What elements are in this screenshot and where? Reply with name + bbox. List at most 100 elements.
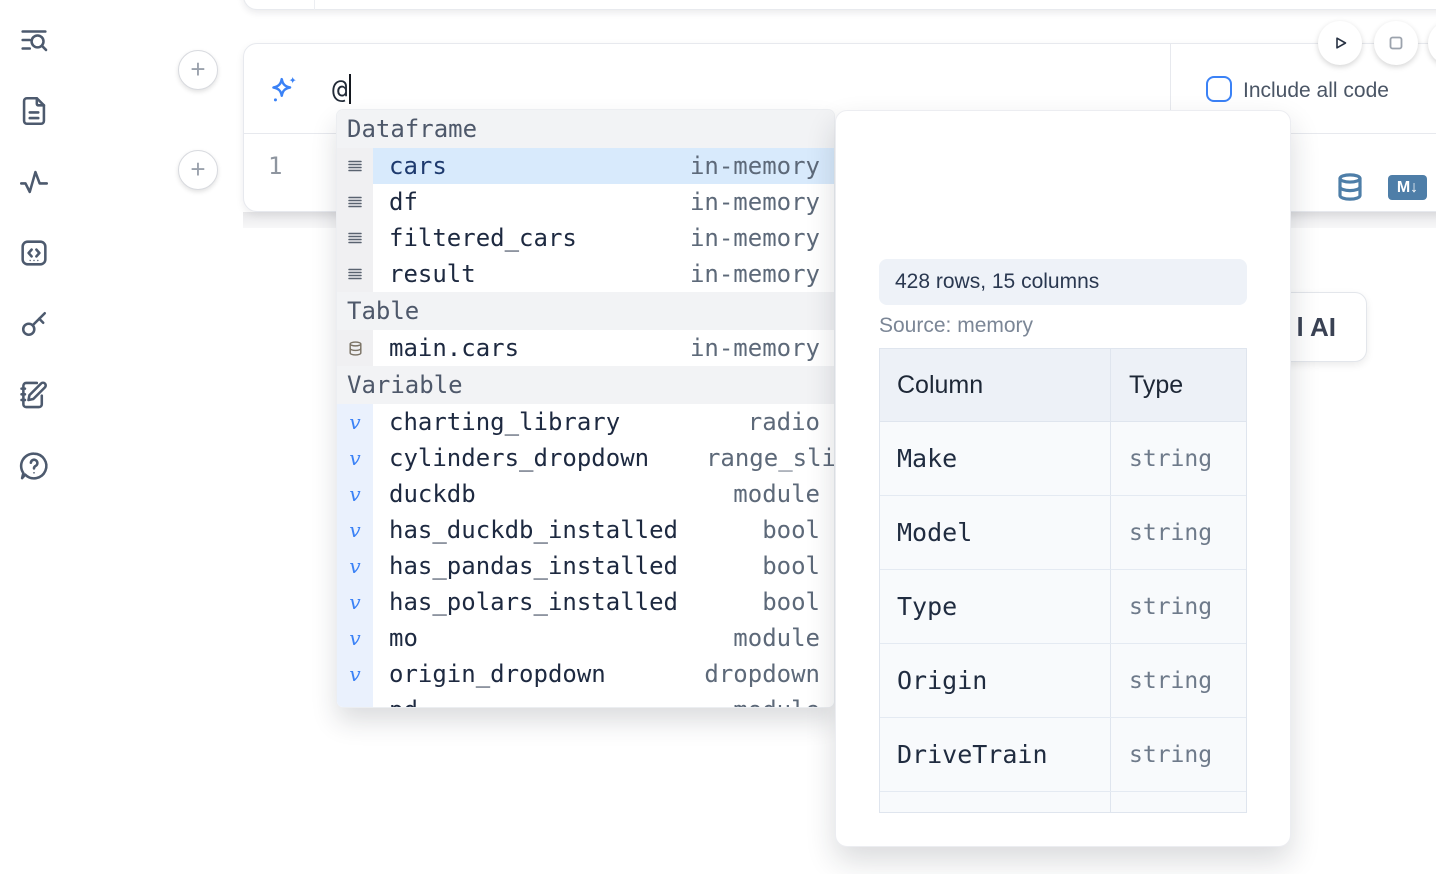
dataframe-icon bbox=[348, 268, 362, 280]
play-icon bbox=[1336, 37, 1347, 49]
item-name: has_pandas_installed bbox=[389, 552, 678, 580]
markdown-icon[interactable]: M↓ bbox=[1388, 175, 1427, 200]
database-icon[interactable] bbox=[1334, 171, 1366, 208]
dataframe-icon bbox=[348, 196, 362, 208]
dataframe-preview-card: cars Source: memory 428 rows, 15 columns… bbox=[835, 110, 1291, 847]
item-name: cylinders_dropdown bbox=[389, 444, 650, 472]
file-text-icon bbox=[22, 96, 46, 126]
input-row-divider bbox=[1170, 44, 1171, 133]
item-kind: dropdown bbox=[704, 660, 820, 688]
item-kind: bool bbox=[762, 552, 820, 580]
item-kind: range_sli bbox=[705, 444, 834, 472]
sidebar-button-file-text[interactable] bbox=[17, 94, 51, 128]
run-cell-button[interactable] bbox=[1318, 21, 1362, 65]
item-icon-gutter: v bbox=[337, 620, 373, 656]
column-name: Model bbox=[897, 518, 973, 547]
key-icon bbox=[21, 311, 47, 337]
include-all-code-label[interactable]: Include all code bbox=[1243, 79, 1389, 102]
sidebar-button-help-chat[interactable] bbox=[17, 449, 51, 483]
variable-icon: v bbox=[349, 518, 361, 542]
activity-icon bbox=[19, 170, 49, 194]
item-name: mo bbox=[389, 624, 418, 652]
item-kind: in-memory bbox=[689, 224, 820, 252]
autocomplete-item-main.cars[interactable]: main.cars in-memory bbox=[337, 330, 834, 366]
item-kind: module bbox=[733, 624, 820, 652]
item-name: has_polars_installed bbox=[389, 588, 678, 616]
autocomplete-item-filtered_cars[interactable]: filtered_cars in-memory bbox=[337, 220, 834, 256]
column-header: Column bbox=[897, 370, 984, 399]
variable-icon: v bbox=[349, 590, 361, 614]
item-kind: radio bbox=[747, 408, 820, 436]
item-icon-gutter bbox=[337, 220, 373, 256]
item-kind: module bbox=[733, 696, 820, 707]
item-name: main.cars bbox=[389, 334, 520, 362]
item-name: duckdb bbox=[389, 480, 476, 508]
table-header-row: Column Type bbox=[880, 349, 1246, 422]
list-search-icon bbox=[21, 30, 48, 52]
item-name: filtered_cars bbox=[389, 224, 577, 252]
add-cell-below-button[interactable]: + bbox=[178, 150, 218, 190]
autocomplete-item-mo[interactable]: v mo module bbox=[337, 620, 834, 656]
sidebar-button-code-snippets[interactable] bbox=[17, 236, 51, 270]
autocomplete-section-header: Variable bbox=[337, 366, 834, 404]
type-header: Type bbox=[1129, 370, 1184, 399]
dataframe-icon bbox=[348, 160, 362, 172]
sidebar-button-activity[interactable] bbox=[17, 165, 51, 199]
autocomplete-item-has_pandas_installed[interactable]: v has_pandas_installed bool bbox=[337, 548, 834, 584]
item-icon-gutter: v bbox=[337, 656, 373, 692]
item-name: result bbox=[389, 260, 476, 288]
item-kind: module bbox=[733, 480, 820, 508]
autocomplete-item-cylinders_dropdown[interactable]: v cylinders_dropdown range_sli bbox=[337, 440, 834, 476]
add-cell-above-button[interactable]: + bbox=[178, 50, 218, 90]
table-row bbox=[880, 792, 1246, 812]
item-kind: in-memory bbox=[689, 188, 820, 216]
database-icon bbox=[348, 340, 362, 356]
column-name: Make bbox=[897, 444, 958, 473]
item-kind: in-memory bbox=[689, 334, 820, 362]
preview-source: Source: memory bbox=[879, 314, 1034, 337]
stop-cell-button[interactable] bbox=[1374, 21, 1418, 65]
autocomplete-item-result[interactable]: result in-memory bbox=[337, 256, 834, 292]
ai-prompt-input[interactable]: @ bbox=[332, 74, 351, 105]
item-icon-gutter: v bbox=[337, 440, 373, 476]
stop-square-icon bbox=[1389, 36, 1403, 50]
item-name: charting_library bbox=[389, 408, 621, 436]
item-kind: in-memory bbox=[689, 260, 820, 288]
item-icon-gutter: v bbox=[337, 584, 373, 620]
sparkles-icon bbox=[266, 72, 302, 113]
autocomplete-item-pd[interactable]: vpdmodule bbox=[337, 692, 834, 707]
variable-icon: v bbox=[349, 626, 361, 650]
item-kind: in-memory bbox=[689, 152, 820, 180]
item-icon-gutter: v bbox=[337, 476, 373, 512]
previous-cell-edge bbox=[243, 0, 1436, 10]
item-icon-gutter bbox=[337, 330, 373, 366]
autocomplete-item-origin_dropdown[interactable]: v origin_dropdown dropdown bbox=[337, 656, 834, 692]
sidebar-button-list-search[interactable] bbox=[17, 23, 51, 57]
column-name: Type bbox=[897, 592, 958, 621]
item-name: origin_dropdown bbox=[389, 660, 606, 688]
previous-cell-divider bbox=[314, 0, 315, 10]
clipped-circle-button[interactable] bbox=[1428, 21, 1436, 65]
sidebar-button-notebook-edit[interactable] bbox=[17, 378, 51, 412]
prompt-text: @ bbox=[332, 75, 348, 105]
include-all-code-checkbox[interactable] bbox=[1206, 76, 1232, 102]
column-type: string bbox=[1129, 667, 1213, 694]
sidebar-button-key[interactable] bbox=[17, 307, 51, 341]
item-icon-gutter: v bbox=[337, 548, 373, 584]
preview-shape-badge: 428 rows, 15 columns bbox=[879, 259, 1247, 305]
editor-line-number: 1 bbox=[268, 152, 283, 180]
autocomplete-section-header: Table bbox=[337, 292, 834, 330]
